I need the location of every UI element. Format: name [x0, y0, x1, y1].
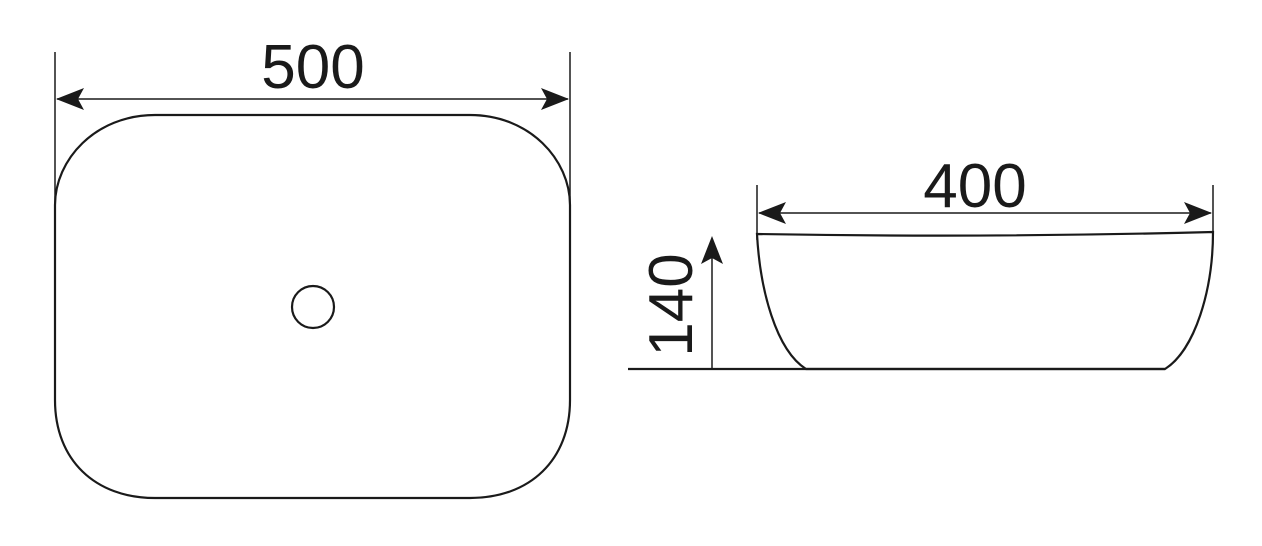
drain-hole: [290, 284, 336, 330]
dimension-label-400: 400: [923, 152, 1026, 221]
top-view: [53, 52, 572, 500]
arrowhead-left-400: [758, 202, 786, 224]
side-view: [628, 185, 1215, 371]
basin-outline-top: [53, 113, 572, 500]
arrowhead-left-500: [56, 88, 84, 110]
arrowhead-up-140: [701, 236, 723, 264]
arrowhead-right-500: [541, 88, 569, 110]
basin-outline-side: [755, 230, 1215, 371]
arrowhead-right-400: [1184, 202, 1212, 224]
dimension-label-500: 500: [261, 33, 364, 102]
dimension-label-140: 140: [637, 253, 706, 356]
